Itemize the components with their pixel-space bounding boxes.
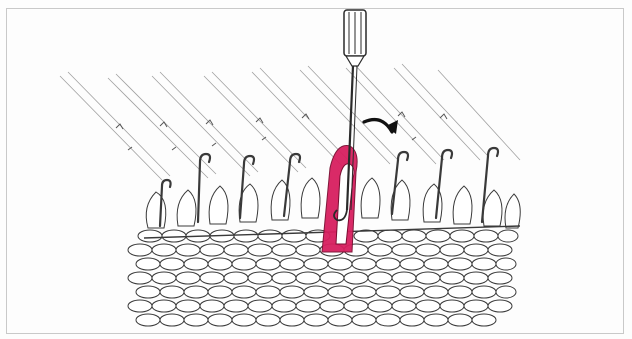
latch-marks bbox=[116, 112, 447, 150]
rotate-arrow-icon bbox=[364, 120, 398, 134]
